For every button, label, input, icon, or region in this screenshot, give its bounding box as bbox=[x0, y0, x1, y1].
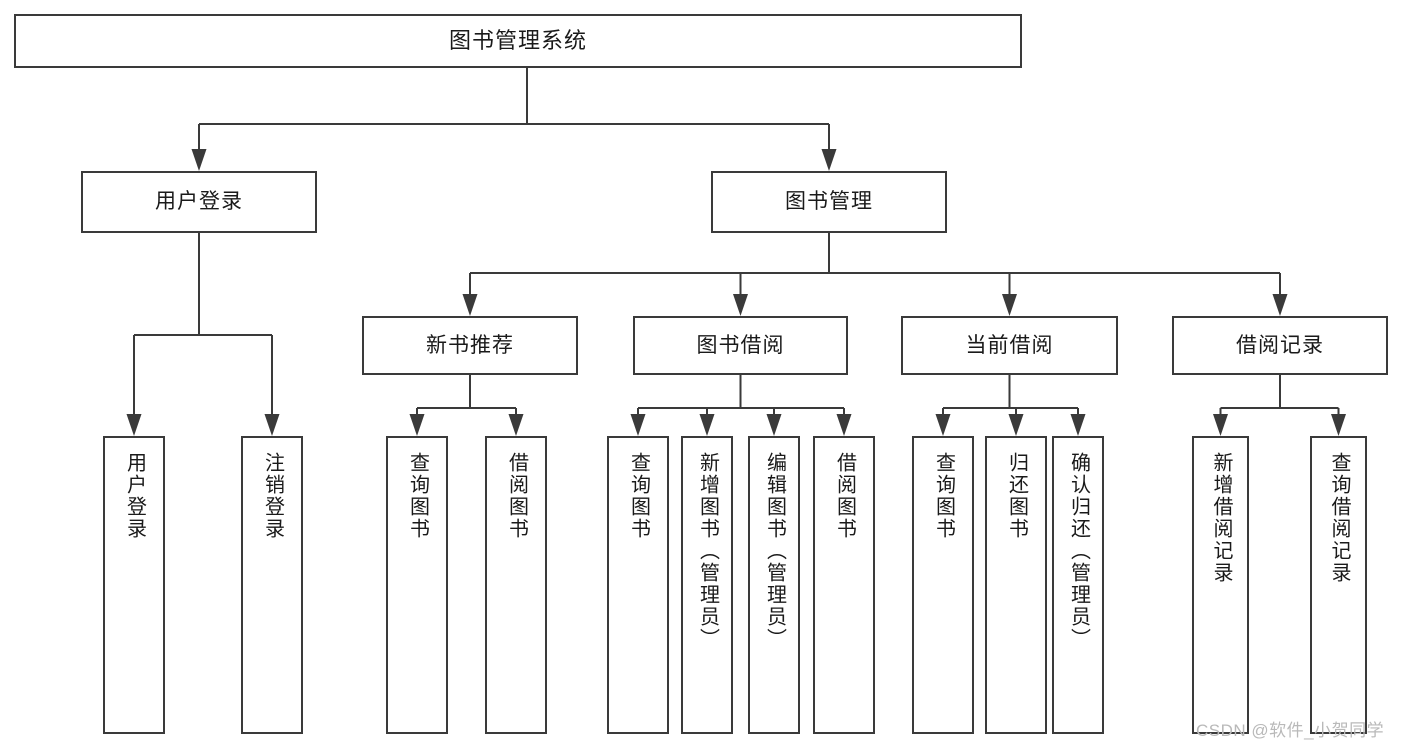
node-book-manage[interactable]: 图书管理 bbox=[711, 171, 947, 233]
leaf-confirm-return-admin[interactable]: 确认归还（管理员） bbox=[1052, 436, 1104, 734]
leaf-return-book[interactable]: 归还图书 bbox=[985, 436, 1047, 734]
node-label: 查询图书 bbox=[932, 452, 955, 540]
node-label: 借阅记录 bbox=[1236, 333, 1324, 357]
leaf-add-book-admin[interactable]: 新增图书（管理员） bbox=[681, 436, 733, 734]
node-label: 编辑图书（管理员） bbox=[763, 452, 786, 650]
leaf-borrow-book-recommend[interactable]: 借阅图书 bbox=[485, 436, 547, 734]
node-label: 注销登录 bbox=[261, 452, 284, 540]
leaf-user-logout[interactable]: 注销登录 bbox=[241, 436, 303, 734]
leaf-query-book-current[interactable]: 查询图书 bbox=[912, 436, 974, 734]
node-label: 查询图书 bbox=[406, 452, 429, 540]
node-label: 借阅图书 bbox=[833, 452, 856, 540]
node-book-borrow[interactable]: 图书借阅 bbox=[633, 316, 848, 375]
node-label: 新增借阅记录 bbox=[1210, 452, 1232, 584]
node-label: 查询图书 bbox=[627, 452, 650, 540]
node-label: 确认归还（管理员） bbox=[1067, 452, 1090, 650]
leaf-query-book-borrow[interactable]: 查询图书 bbox=[607, 436, 669, 734]
node-label: 当前借阅 bbox=[965, 333, 1054, 357]
leaf-add-borrow-record[interactable]: 新增借阅记录 bbox=[1192, 436, 1249, 734]
node-root-system[interactable]: 图书管理系统 bbox=[14, 14, 1022, 68]
node-current-borrow[interactable]: 当前借阅 bbox=[901, 316, 1118, 375]
node-borrow-record[interactable]: 借阅记录 bbox=[1172, 316, 1388, 375]
node-label: 借阅图书 bbox=[505, 452, 528, 540]
leaf-query-book-recommend[interactable]: 查询图书 bbox=[386, 436, 448, 734]
leaf-user-login-do[interactable]: 用户登录 bbox=[103, 436, 165, 734]
node-new-book-recommend[interactable]: 新书推荐 bbox=[362, 316, 578, 375]
node-label: 用户登录 bbox=[155, 190, 243, 214]
node-label: 图书管理系统 bbox=[448, 27, 587, 53]
node-label: 归还图书 bbox=[1005, 452, 1028, 540]
node-label: 图书借阅 bbox=[696, 333, 785, 357]
csdn-watermark: CSDN @软件_小贺同学 bbox=[1196, 721, 1385, 740]
node-label: 查询借阅记录 bbox=[1328, 452, 1350, 584]
node-label: 图书管理 bbox=[785, 190, 873, 214]
node-label: 新书推荐 bbox=[426, 333, 514, 357]
node-label: 用户登录 bbox=[123, 452, 146, 540]
leaf-edit-book-admin[interactable]: 编辑图书（管理员） bbox=[748, 436, 800, 734]
node-label: 新增图书（管理员） bbox=[696, 452, 719, 650]
leaf-borrow-book[interactable]: 借阅图书 bbox=[813, 436, 875, 734]
leaf-query-borrow-record[interactable]: 查询借阅记录 bbox=[1310, 436, 1367, 734]
node-user-login[interactable]: 用户登录 bbox=[81, 171, 317, 233]
